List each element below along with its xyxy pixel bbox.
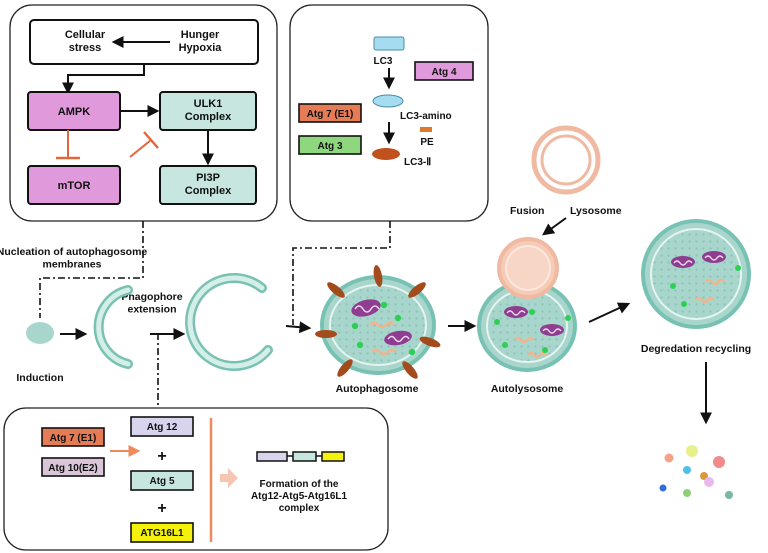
ampk-label: AMPK — [58, 106, 90, 118]
atg10-label: Atg 10(E2) — [48, 463, 97, 474]
recycled-molecules — [659, 445, 733, 499]
lc3-amino-label: LC3-amino — [400, 111, 452, 122]
atg7-complex-box — [41, 427, 105, 447]
degradation-vesicle — [641, 219, 751, 329]
induction-label: Induction — [16, 372, 63, 384]
atg12-label: Atg 12 — [147, 422, 178, 433]
atg-complex-panel: Atg 7 (E1) Atg 10(E2) Atg 12 + Atg 5 + A… — [3, 407, 389, 551]
ulk1-box — [159, 91, 257, 131]
complex-chain — [321, 451, 345, 462]
lc3-to-autophagosome-arrow — [285, 321, 312, 334]
lysosome — [531, 125, 601, 195]
fusion-label: Fusion — [510, 205, 544, 217]
mtor-label: mTOR — [58, 180, 91, 192]
plus-sign-1: + — [157, 448, 166, 465]
atg10-box — [41, 457, 105, 477]
ampk-box — [27, 91, 121, 131]
mtor-box — [27, 165, 121, 205]
atg16l1-box — [130, 522, 194, 543]
atg7-complex-label: Atg 7 (E1) — [50, 433, 97, 444]
autolysosome-label: Autolysosome — [491, 383, 564, 395]
lc3-amino-shape — [372, 94, 404, 108]
plus-sign-2: + — [157, 500, 166, 517]
lc3-panel: LC3 Atg 4 LC3-amino Atg 7 (E1) Atg 3 PE … — [289, 4, 489, 222]
formation-arrow — [220, 468, 238, 488]
atg12-box — [130, 416, 194, 437]
atg4-label: Atg 4 — [432, 67, 457, 78]
induction-vesicle — [26, 322, 54, 344]
atg4-box — [414, 61, 474, 81]
degradation-label: Degredation recycling — [641, 343, 751, 355]
pe-label: PE — [420, 137, 434, 148]
autolysosome — [477, 237, 577, 372]
atg3-box — [298, 135, 362, 155]
fusion-arrow — [542, 217, 567, 236]
atg7-lc3-label: Atg 7 (E1) — [307, 109, 354, 120]
lc3-ii-shape — [372, 148, 400, 160]
autophagosome-label: Autophagosome — [336, 383, 419, 395]
atg5-label: Atg 5 — [150, 476, 175, 487]
atg7-lc3-box — [298, 103, 362, 123]
atg16l1-label: ATG16L1 — [140, 528, 184, 539]
lc3-label: LC3 — [374, 56, 393, 67]
atg5-box — [130, 470, 194, 491]
atg3-label: Atg 3 — [318, 141, 343, 152]
connector-lines — [39, 221, 391, 408]
lc3-shape — [373, 36, 405, 51]
pi3p-box — [159, 165, 257, 205]
autophagosome — [315, 265, 441, 379]
pe-shape — [420, 127, 432, 132]
lysosome-label: Lysosome — [570, 205, 622, 217]
lc3-ii-label: LC3-Ⅱ — [404, 157, 431, 168]
autolysosome-arrow — [588, 302, 631, 323]
